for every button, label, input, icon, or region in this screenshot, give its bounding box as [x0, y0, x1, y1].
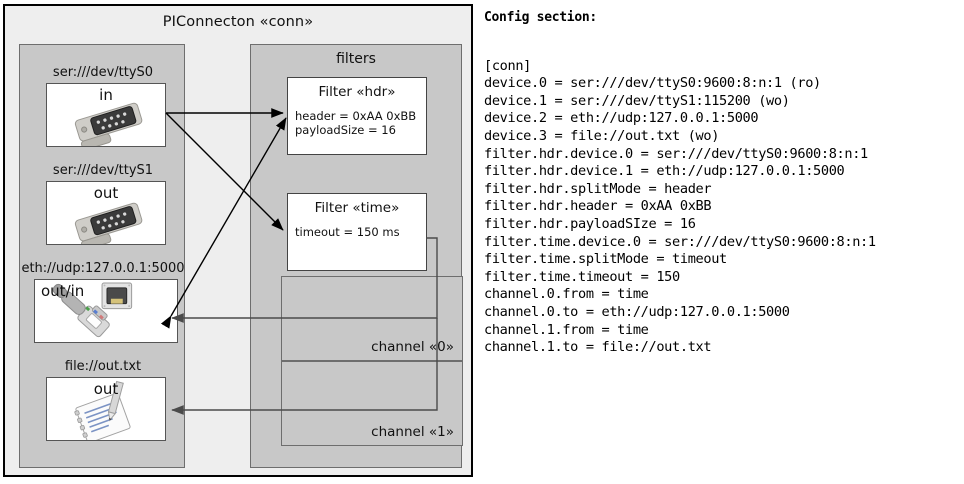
config-text: [conn] device.0 = ser:///dev/ttyS0:9600:…: [484, 57, 876, 356]
config-heading: Config section:: [484, 10, 597, 25]
filter-hdr-box[interactable]: Filter «hdr» header = 0xAA 0xBB payloadS…: [287, 77, 427, 155]
filters-panel: filters Filter «hdr» header = 0xAA 0xBB …: [250, 44, 463, 468]
filter-title: Filter «hdr»: [318, 84, 396, 100]
ethernet-jack-icon: [52, 282, 133, 338]
filter-properties: timeout = 150 ms: [295, 225, 400, 239]
filter-time-box[interactable]: Filter «time» timeout = 150 ms: [287, 193, 427, 271]
device-direction: out/in: [41, 282, 85, 300]
filter-property: payloadSize = 16: [295, 123, 396, 137]
channel-1-band: channel «1»: [281, 361, 463, 446]
device-direction: in: [99, 86, 113, 104]
channel-label: channel «0»: [371, 339, 454, 355]
text-file-icon: [74, 380, 131, 440]
filter-properties: header = 0xAA 0xBB payloadSize = 16: [295, 109, 416, 137]
device-label: ser:///dev/ttyS1: [52, 163, 154, 178]
device-direction: out: [93, 184, 119, 202]
device-box[interactable]: out: [46, 377, 166, 441]
device-label: ser:///dev/ttyS0: [52, 65, 154, 80]
channel-label: channel «1»: [371, 424, 454, 440]
diagram-title: PIConnecton «conn»: [162, 14, 314, 30]
filters-panel-title: filters: [336, 51, 376, 67]
device-direction: out: [93, 380, 119, 398]
device-label: file://out.txt: [64, 359, 142, 374]
device-box[interactable]: out/in: [34, 279, 178, 343]
device-box[interactable]: in: [46, 83, 166, 147]
serial-port-icon: [74, 102, 143, 146]
filter-property: header = 0xAA 0xBB: [295, 109, 417, 123]
filter-title: Filter «time»: [314, 200, 400, 216]
channel-0-band: channel «0»: [281, 276, 463, 361]
diagram-canvas: PIConnecton «conn» ser:///dev/ttyS0 in: [3, 4, 473, 477]
devices-panel: ser:///dev/ttyS0 in: [19, 44, 185, 468]
serial-port-icon: [74, 202, 143, 244]
filter-property: timeout = 150 ms: [295, 225, 400, 239]
device-label: eth://udp:127.0.0.1:5000: [21, 261, 185, 276]
config-section: Config section: [conn] device.0 = ser://…: [482, 4, 960, 477]
device-box[interactable]: out: [46, 181, 166, 245]
